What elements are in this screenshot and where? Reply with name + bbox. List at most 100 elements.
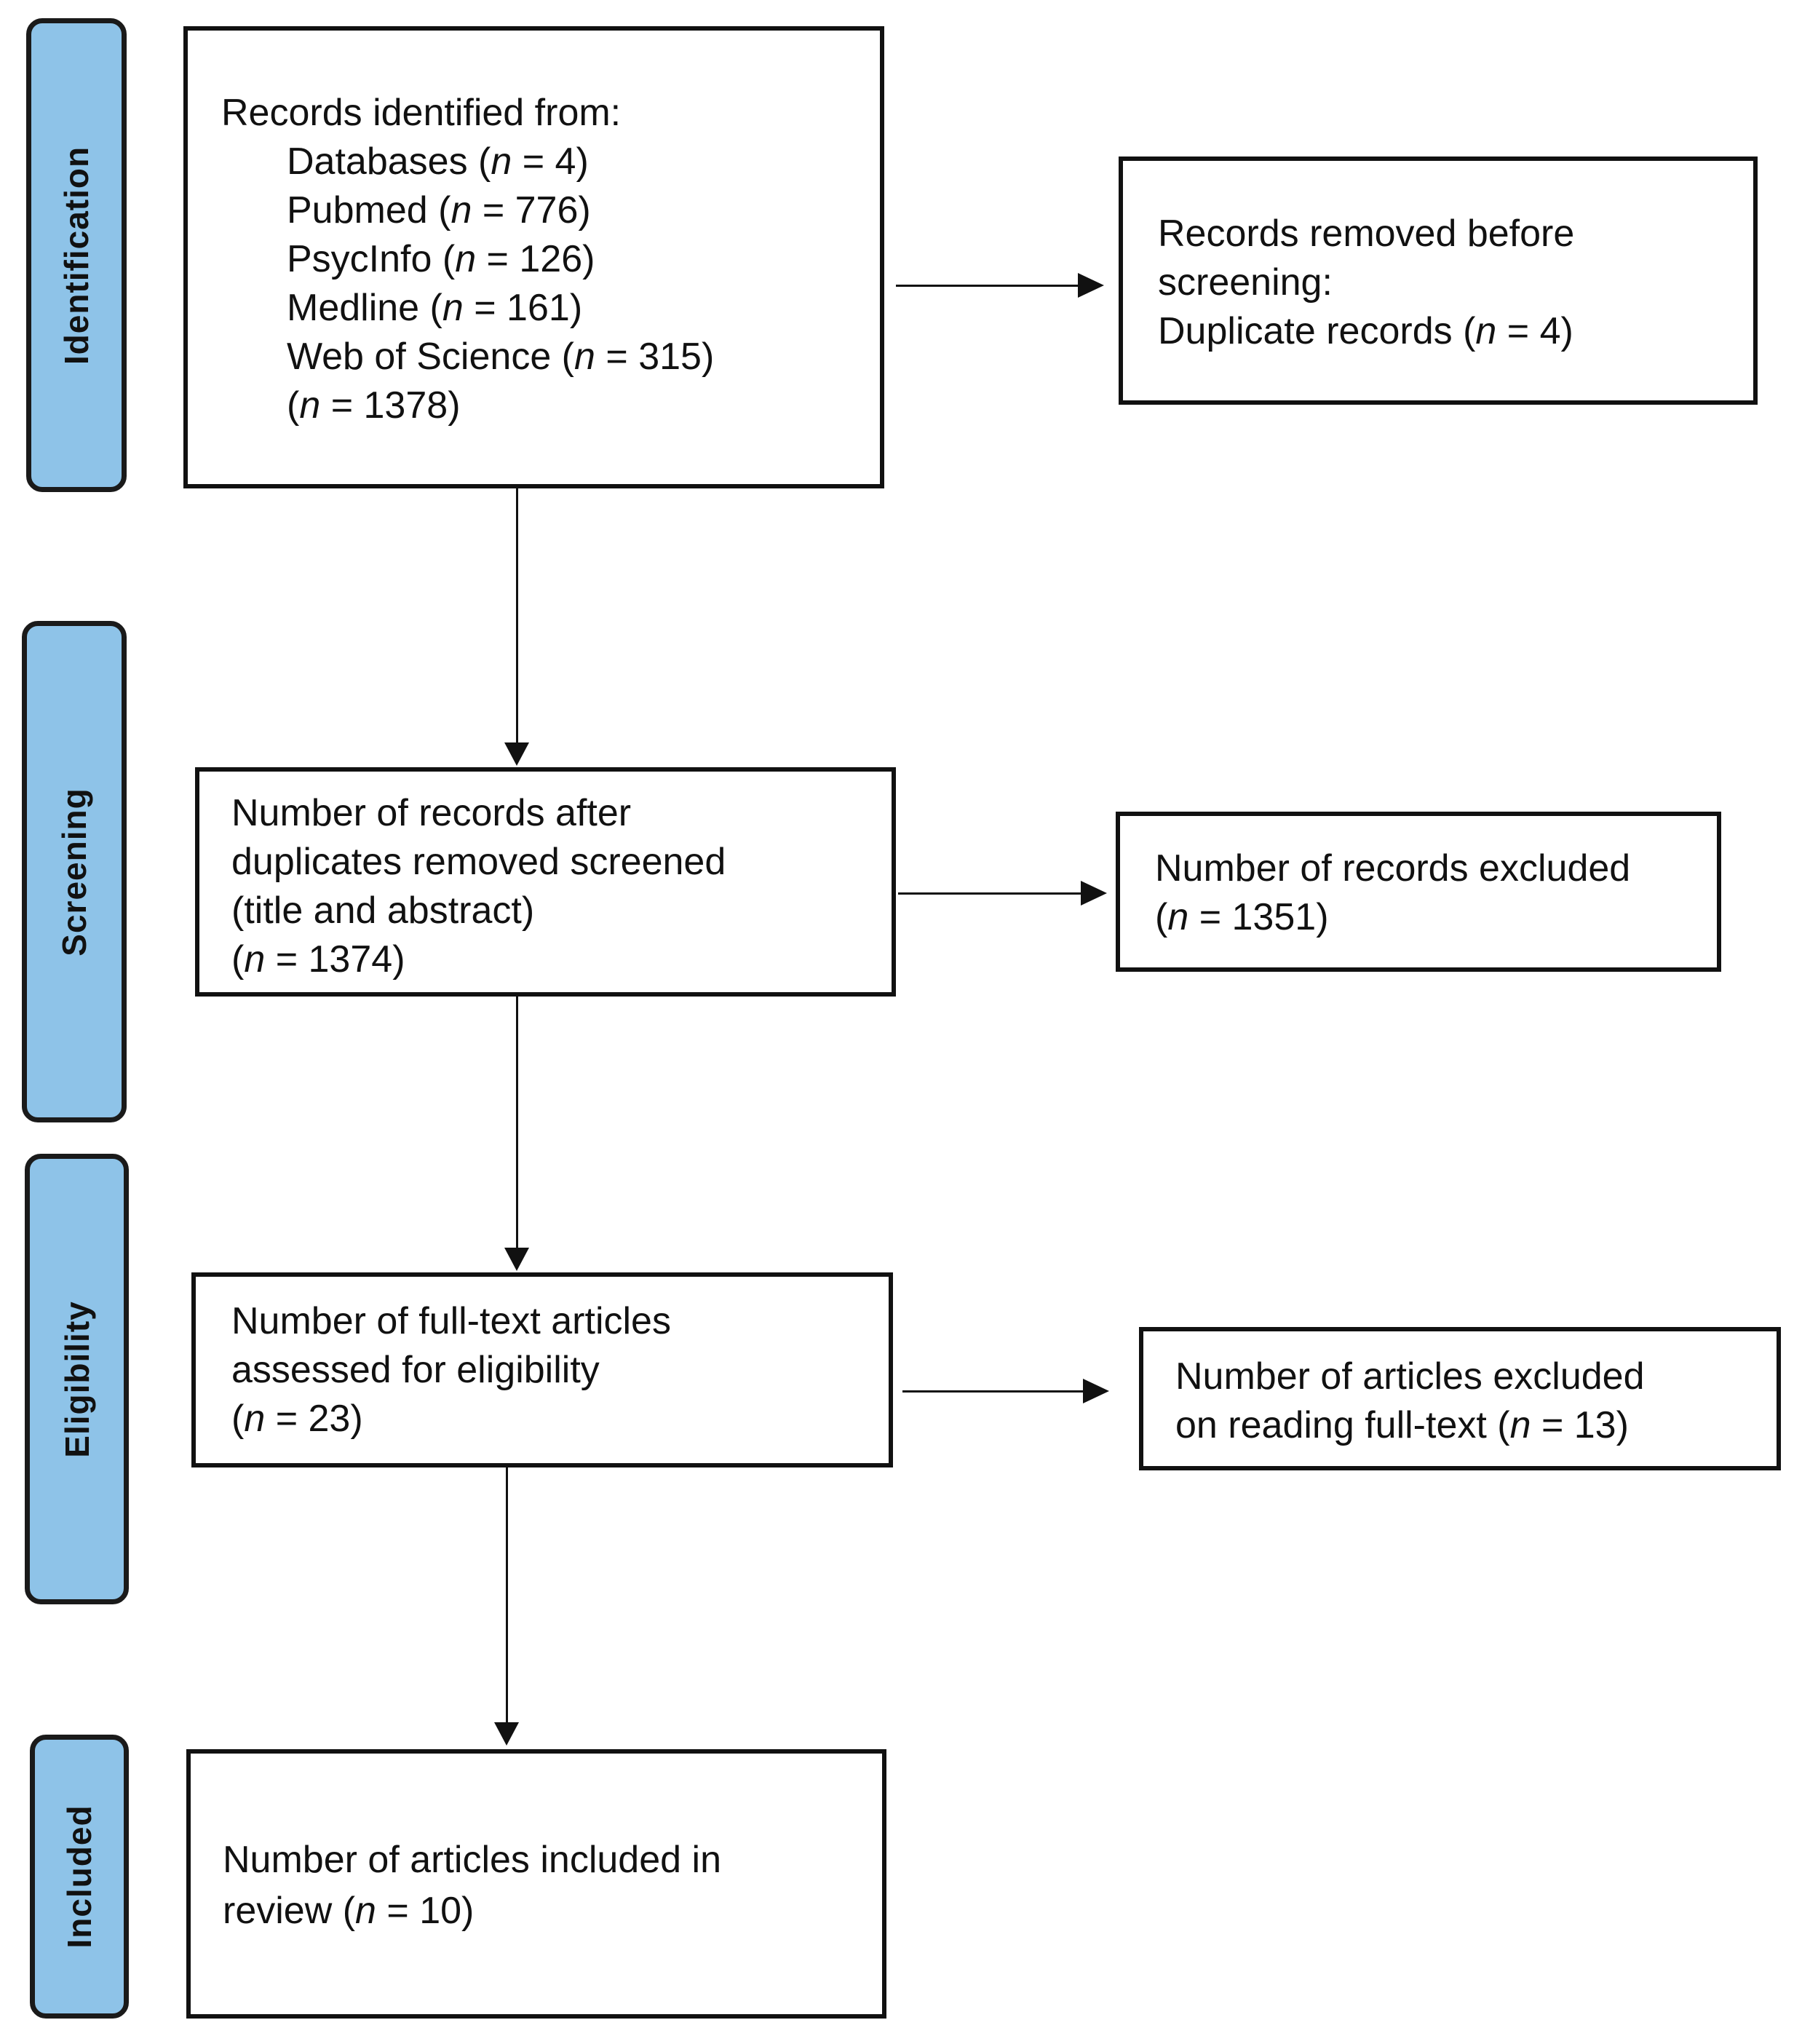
text-segment: review (: [223, 1890, 356, 1932]
text-segment: (: [287, 384, 300, 427]
phase-label: Screening: [55, 787, 93, 956]
italic-n: n: [442, 287, 464, 329]
arrowhead-icon: [1078, 273, 1104, 298]
text-segment: (: [231, 938, 245, 981]
italic-n: n: [355, 1890, 376, 1932]
arrow-eligibility-to-included: [506, 1467, 508, 1722]
text-segment: PsycInfo (: [287, 238, 456, 280]
text-line: (n = 1378): [221, 381, 714, 430]
text-line: screening:: [1158, 258, 1574, 307]
phase-label: Identification: [57, 146, 95, 365]
text-segment: (title and abstract): [231, 890, 535, 932]
records-identified-box: [183, 26, 884, 488]
text-segment: Databases (: [287, 140, 491, 183]
text-line: Web of Science (n = 315): [221, 333, 714, 381]
text-line: Number of articles included in: [223, 1834, 721, 1885]
articles-included-box: [186, 1749, 886, 2019]
italic-n: n: [491, 140, 512, 183]
arrowhead-icon: [504, 1248, 529, 1271]
phase-screening: Screening: [22, 621, 127, 1122]
text-segment: = 10): [376, 1890, 475, 1932]
text-line: Number of records excluded: [1155, 844, 1630, 893]
text-segment: = 1374): [265, 938, 405, 981]
text-segment: screening:: [1158, 261, 1333, 304]
text-segment: = 315): [595, 336, 715, 378]
text-line: Medline (n = 161): [221, 284, 714, 333]
text-segment: (: [1155, 896, 1168, 938]
fulltext-assessed-box: [191, 1272, 893, 1467]
arrowhead-icon: [1081, 881, 1107, 906]
italic-n: n: [299, 384, 321, 427]
phase-identification: Identification: [26, 18, 127, 492]
text-segment: Records identified from:: [221, 92, 622, 134]
records-removed-box: [1119, 157, 1758, 405]
text-line: Duplicate records (n = 4): [1158, 307, 1574, 356]
text-segment: Number of articles included in: [223, 1839, 721, 1881]
text-segment: = 13): [1531, 1404, 1629, 1446]
records-screened-box: [195, 767, 896, 997]
italic-n: n: [244, 1398, 266, 1440]
text-line: (title and abstract): [231, 887, 726, 935]
text-line: Databases (n = 4): [221, 138, 714, 186]
text-line: Number of full-text articles: [231, 1297, 671, 1346]
text-line: Records identified from:: [221, 89, 714, 138]
text-segment: Pubmed (: [287, 189, 451, 231]
text-line: on reading full-text (n = 13): [1175, 1401, 1645, 1450]
records-excluded-text: Number of records excluded(n = 1351): [1155, 844, 1630, 942]
records-identified-text: Records identified from:Databases (n = 4…: [221, 89, 714, 430]
text-line: (n = 23): [231, 1395, 671, 1443]
text-segment: on reading full-text (: [1175, 1404, 1510, 1446]
italic-n: n: [574, 336, 595, 378]
arrow-screened-to-excluded: [898, 892, 1081, 895]
text-segment: = 1351): [1188, 896, 1329, 938]
arrow-screened-to-eligibility: [516, 997, 518, 1248]
text-segment: Number of articles excluded: [1175, 1355, 1645, 1398]
italic-n: n: [455, 238, 477, 280]
text-segment: = 776): [472, 189, 591, 231]
text-line: duplicates removed screened: [231, 838, 726, 887]
italic-n: n: [244, 938, 266, 981]
text-line: (n = 1374): [231, 935, 726, 984]
phase-label: Included: [60, 1805, 98, 1949]
text-segment: duplicates removed screened: [231, 841, 726, 883]
arrowhead-icon: [494, 1722, 519, 1746]
phase-included: Included: [30, 1735, 129, 2019]
italic-n: n: [1509, 1404, 1531, 1446]
fulltext-excluded-box: [1139, 1327, 1781, 1470]
text-line: assessed for eligibility: [231, 1346, 671, 1395]
italic-n: n: [450, 189, 472, 231]
text-segment: = 4): [512, 140, 589, 183]
italic-n: n: [1167, 896, 1189, 938]
text-line: review (n = 10): [223, 1885, 721, 1936]
text-line: Records removed before: [1158, 210, 1574, 258]
phase-label: Eligibility: [57, 1300, 96, 1458]
text-segment: Medline (: [287, 287, 442, 329]
text-segment: = 4): [1496, 310, 1573, 352]
fulltext-assessed-text: Number of full-text articles assessed for…: [231, 1297, 671, 1443]
arrow-eligibility-to-excluded: [902, 1390, 1084, 1393]
text-segment: = 1378): [320, 384, 461, 427]
text-segment: Records removed before: [1158, 213, 1575, 255]
arrowhead-icon: [1083, 1379, 1109, 1403]
text-line: Pubmed (n = 776): [221, 186, 714, 235]
text-segment: Duplicate records (: [1158, 310, 1476, 352]
records-excluded-box: [1116, 812, 1721, 972]
text-segment: = 161): [463, 287, 583, 329]
arrow-identified-to-removed: [896, 285, 1079, 287]
phase-eligibility: Eligibility: [25, 1154, 129, 1604]
text-segment: Number of records after: [231, 792, 632, 834]
text-line: Number of records after: [231, 789, 726, 838]
text-line: Number of articles excluded: [1175, 1352, 1645, 1401]
arrowhead-icon: [504, 742, 529, 766]
text-segment: Number of full-text articles: [231, 1300, 671, 1342]
text-line: PsycInfo (n = 126): [221, 235, 714, 284]
italic-n: n: [1475, 310, 1497, 352]
records-screened-text: Number of records after duplicates remove…: [231, 789, 726, 984]
text-segment: assessed for eligibility: [231, 1349, 600, 1391]
text-segment: Web of Science (: [287, 336, 575, 378]
text-segment: (: [231, 1398, 245, 1440]
